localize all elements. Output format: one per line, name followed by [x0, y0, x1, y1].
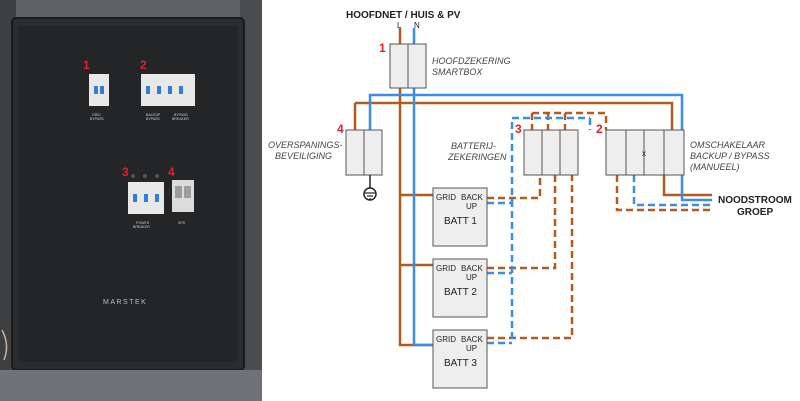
battery-2: GRID BACK UP BATT 2 [432, 258, 488, 318]
switch-number: 2 [596, 122, 603, 136]
surge-label-line2: BEVEILIGING [275, 151, 332, 161]
battery-3-back: BACK [461, 335, 483, 344]
battery-fuses-label-line1: BATTERIJ- [451, 141, 496, 151]
emergency-label-line2: GROEP [737, 207, 773, 218]
battery-3: GRID BACK UP BATT 3 [432, 329, 488, 389]
svg-text:BREAKER: BREAKER [172, 117, 189, 121]
battery-fuses-label-line2: ZEKERINGEN [447, 152, 507, 162]
photo-spd-4: SPD [172, 180, 194, 225]
brand-logo: MARSTEK [103, 299, 147, 306]
battery-2-name: BATT 2 [444, 287, 477, 298]
battery-3-grid: GRID [436, 335, 456, 344]
dashed-live-wires [487, 111, 712, 340]
changeover-switch [605, 129, 685, 176]
battery-2-back: BACK [461, 264, 483, 273]
svg-text:GRID: GRID [92, 113, 101, 117]
battery-1-back: BACK [461, 193, 483, 202]
emergency-label-line1: NOODSTROOM [718, 195, 792, 206]
photo-breaker-1: GRID BYPASS [89, 74, 109, 121]
switch-label-line3: (MANUEEL) [690, 162, 740, 172]
switch-label-line1: OMSCHAKELAAR [690, 140, 766, 150]
battery-3-up: UP [466, 344, 477, 353]
battery-fuses [523, 129, 579, 176]
diagram-title: HOOFDNET / HUIS & PV [346, 10, 461, 21]
photo-marker-2: 2 [140, 58, 147, 72]
phase-n-label: N [414, 21, 420, 30]
main-fuse-label-line1: HOOFDZEKERING [432, 56, 511, 66]
svg-text:BYPASS: BYPASS [146, 117, 160, 121]
photo-marker-1: 1 [83, 58, 90, 72]
photo-breaker-3: POWER BREAKER [128, 182, 164, 229]
svg-text:POWER: POWER [136, 221, 150, 225]
photo-marker-3: 3 [122, 165, 129, 179]
battery-3-name: BATT 3 [444, 358, 477, 369]
main-fuse-label-line2: SMARTBOX [432, 67, 483, 77]
dashed-neutral-wires [487, 116, 712, 345]
battery-1-up: UP [466, 202, 477, 211]
switch-mark: x [642, 149, 646, 158]
svg-text:BYPASS: BYPASS [174, 113, 188, 117]
battery-2-grid: GRID [436, 264, 456, 273]
svg-text:BYPASS: BYPASS [90, 117, 104, 121]
surge-protector [345, 129, 383, 188]
live-wires [353, 28, 712, 347]
photo-marker-4: 4 [168, 165, 175, 179]
battery-1: GRID BACK UP BATT 1 [432, 187, 488, 247]
battery-fuses-number: 3 [515, 122, 522, 136]
main-fuse-number: 1 [379, 41, 386, 55]
battery-1-grid: GRID [436, 193, 456, 202]
ground-icon [363, 187, 377, 201]
cabinet-photo: GRID BYPASS BACKUP BYPASS BYPASS BREAKER… [0, 0, 262, 401]
battery-2-up: UP [466, 273, 477, 282]
battery-1-name: BATT 1 [444, 216, 477, 227]
main-fuse [389, 43, 427, 89]
svg-text:BREAKER: BREAKER [133, 225, 150, 229]
surge-number: 4 [337, 122, 344, 136]
svg-text:BACKUP: BACKUP [146, 113, 161, 117]
phase-l-label: L [397, 21, 402, 30]
surge-label-line1: OVERSPANINGS- [268, 140, 342, 150]
svg-text:SPD: SPD [178, 221, 186, 225]
neutral-wires [368, 28, 712, 347]
photo-breaker-2: BACKUP BYPASS BYPASS BREAKER [141, 74, 195, 121]
switch-label-line2: BACKUP / BYPASS [690, 151, 770, 161]
